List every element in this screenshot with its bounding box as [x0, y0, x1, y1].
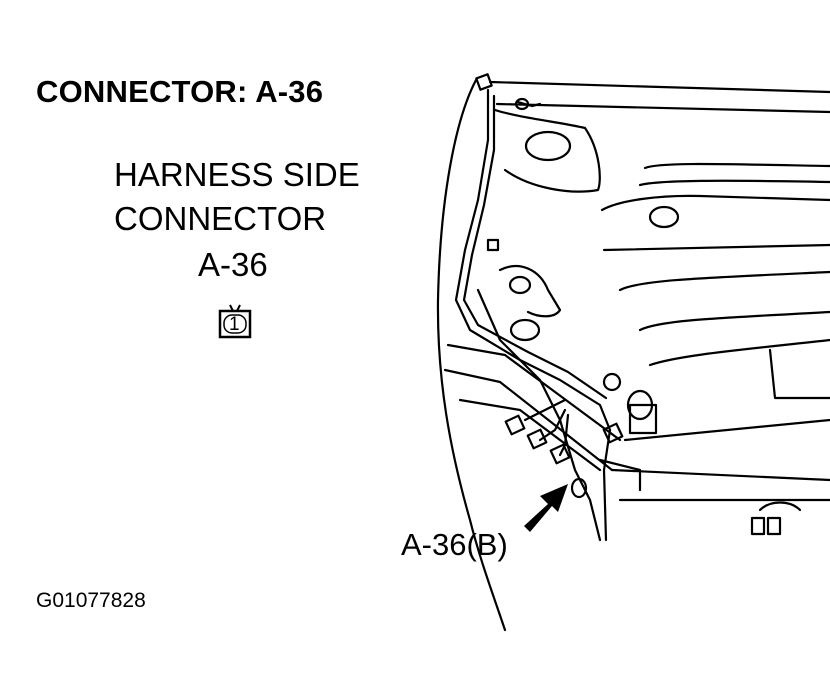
- connector-callout-label: A-36(B): [401, 527, 508, 562]
- harness-side-label: HARNESS SIDE: [114, 156, 360, 193]
- connector-id-label: A-36: [198, 246, 268, 283]
- connector-label: CONNECTOR: [114, 200, 327, 237]
- pointer-arrow: [524, 484, 568, 532]
- pin-number: 1: [229, 314, 240, 335]
- figure-id: G01077828: [36, 589, 146, 612]
- connector-face-icon: [218, 304, 252, 339]
- connector-title: CONNECTOR: A-36: [36, 74, 324, 109]
- connector-face-diagram: 1: [218, 303, 252, 339]
